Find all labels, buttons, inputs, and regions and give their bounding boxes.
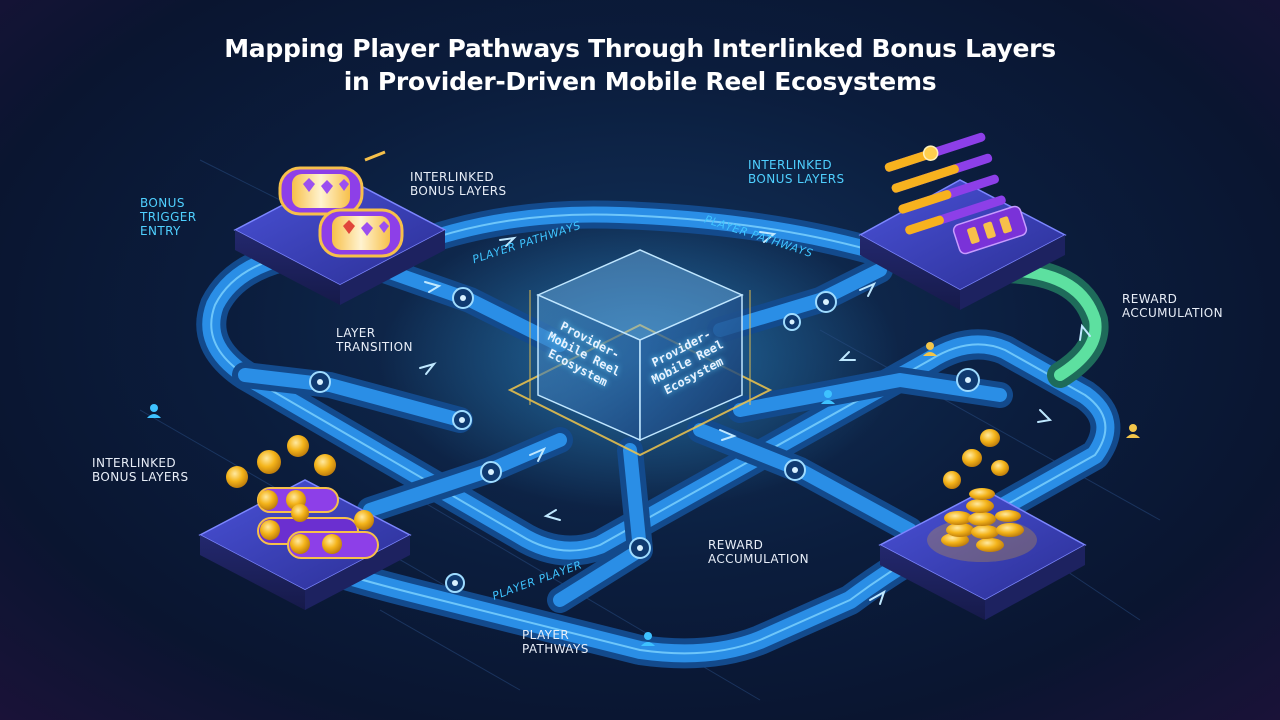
label-reward-right: Reward Accumulation: [1122, 292, 1223, 320]
title-line-2: in Provider-Driven Mobile Reel Ecosystem…: [0, 65, 1280, 98]
label-bonus-trigger-entry: Bonus Trigger Entry: [140, 196, 197, 238]
label-interlinked-top-right: Interlinked Bonus Layers: [748, 158, 845, 186]
label-layer-transition: Layer Transition: [336, 326, 413, 354]
reward-bottom-line-2: Accumulation: [708, 552, 809, 566]
bonus-trigger-line-1: Bonus: [140, 196, 197, 210]
reward-bottom-line-1: Reward: [708, 538, 809, 552]
interlinked-tl-line-1: Interlinked: [410, 170, 507, 184]
interlinked-tr-line-2: Bonus Layers: [748, 172, 845, 186]
interlinked-tl-line-2: Bonus Layers: [410, 184, 507, 198]
bonus-trigger-line-2: Trigger: [140, 210, 197, 224]
layer-transition-line-2: Transition: [336, 340, 413, 354]
layer-transition-line-1: Layer: [336, 326, 413, 340]
page-title: Mapping Player Pathways Through Interlin…: [0, 32, 1280, 98]
label-player-pathways-bottom: Player Pathways: [522, 628, 589, 656]
reward-right-line-2: Accumulation: [1122, 306, 1223, 320]
interlinked-left-line-2: Bonus Layers: [92, 470, 189, 484]
reward-right-line-1: Reward: [1122, 292, 1223, 306]
player-pathways-line-1: Player: [522, 628, 589, 642]
interlinked-left-line-1: Interlinked: [92, 456, 189, 470]
interlinked-tr-line-1: Interlinked: [748, 158, 845, 172]
label-interlinked-top-left: Interlinked Bonus Layers: [410, 170, 507, 198]
label-reward-bottom: Reward Accumulation: [708, 538, 809, 566]
title-line-1: Mapping Player Pathways Through Interlin…: [0, 32, 1280, 65]
player-pathways-line-2: Pathways: [522, 642, 589, 656]
bonus-trigger-line-3: Entry: [140, 224, 197, 238]
label-interlinked-left: Interlinked Bonus Layers: [92, 456, 189, 484]
